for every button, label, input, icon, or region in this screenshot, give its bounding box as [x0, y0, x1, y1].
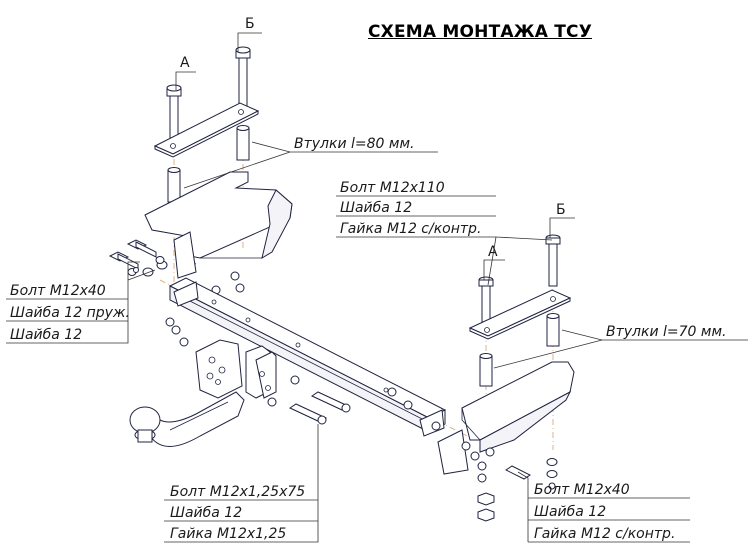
bolt-b-left — [235, 46, 251, 107]
tow-ball-hook — [129, 391, 245, 447]
label-b-left: Б — [245, 16, 255, 32]
label-a-right: А — [488, 244, 498, 260]
ball-mount-bracket — [195, 339, 277, 399]
label-center-nut: Гайка М12х1,25 — [170, 526, 286, 542]
label-right-bolt: Болт М12х40 — [534, 482, 630, 498]
label-top-washer: Шайба 12 — [340, 200, 412, 216]
label-right-washer: Шайба 12 — [534, 504, 606, 520]
label-sleeves-80: Втулки l=80 мм. — [294, 136, 414, 152]
sleeve-right-1 — [479, 353, 493, 387]
right-fastener-set — [461, 441, 558, 522]
label-center-bolt: Болт М12х1,25х75 — [170, 484, 305, 500]
center-fastener-set — [267, 375, 441, 431]
label-left-washer: Шайба 12 — [10, 327, 82, 343]
diagram-title: СХЕМА МОНТАЖА ТСУ — [368, 22, 593, 42]
bracket-left — [144, 171, 293, 279]
label-right-nut: Гайка М12 с/контр. — [534, 526, 675, 542]
leader-lines — [6, 32, 748, 543]
label-center-washer: Шайба 12 — [170, 505, 242, 521]
bolt-a-left — [166, 84, 182, 139]
label-a-left: А — [180, 55, 190, 71]
label-left-bolt: Болт М12х40 — [10, 283, 106, 299]
mounting-plate-left — [153, 102, 260, 158]
bolt-a-right — [478, 276, 494, 327]
bracket-right — [437, 361, 575, 475]
main-cross-beam — [168, 277, 447, 437]
sleeve-left-1 — [167, 167, 181, 203]
bolt-b-right — [545, 234, 561, 287]
label-left-spring-washer: Шайба 12 пруж. — [10, 305, 130, 321]
label-b-right: Б — [556, 202, 566, 218]
label-top-nut: Гайка М12 с/контр. — [340, 221, 481, 237]
mounting-plate-right — [468, 289, 572, 340]
sleeve-right-2 — [546, 313, 560, 347]
label-top-bolt: Болт М12х110 — [340, 180, 445, 196]
sleeve-left-2 — [236, 125, 250, 161]
left-fastener-set — [108, 239, 245, 347]
label-sleeves-70: Втулки l=70 мм. — [606, 324, 726, 340]
